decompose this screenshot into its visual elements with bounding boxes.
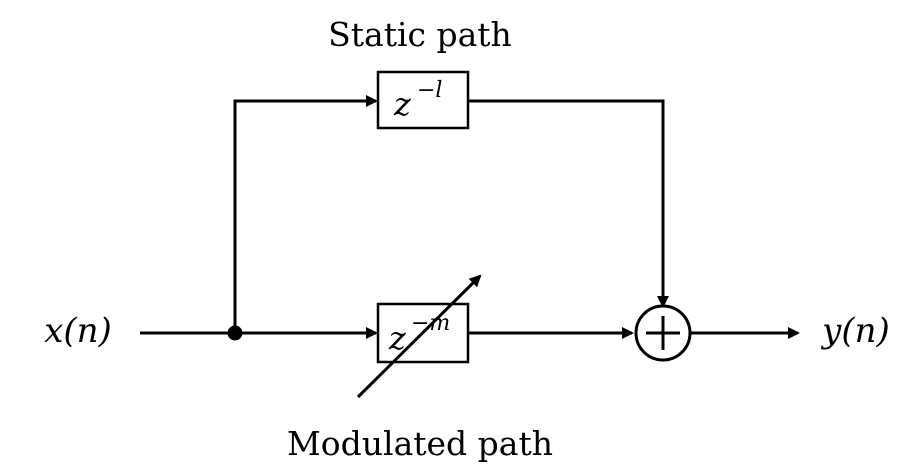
static-output-line xyxy=(468,99,669,308)
static-delay-base: z xyxy=(393,85,412,123)
static-delay-exponent: −l xyxy=(417,78,442,103)
output-signal-label: y(n) xyxy=(820,311,890,351)
modulated-path-label: Modulated path xyxy=(287,424,553,463)
static-branch-line xyxy=(233,95,378,333)
static-delay-block: z −l xyxy=(376,70,470,130)
static-path-label: Static path xyxy=(328,15,512,54)
modulated-delay-base: z xyxy=(388,319,407,357)
input-signal-label: x(n) xyxy=(44,311,112,351)
modulation-arrow xyxy=(356,274,482,399)
summing-junction-plus-in-circle-icon xyxy=(634,304,692,362)
modulated-delay-block: z −m xyxy=(376,302,470,364)
